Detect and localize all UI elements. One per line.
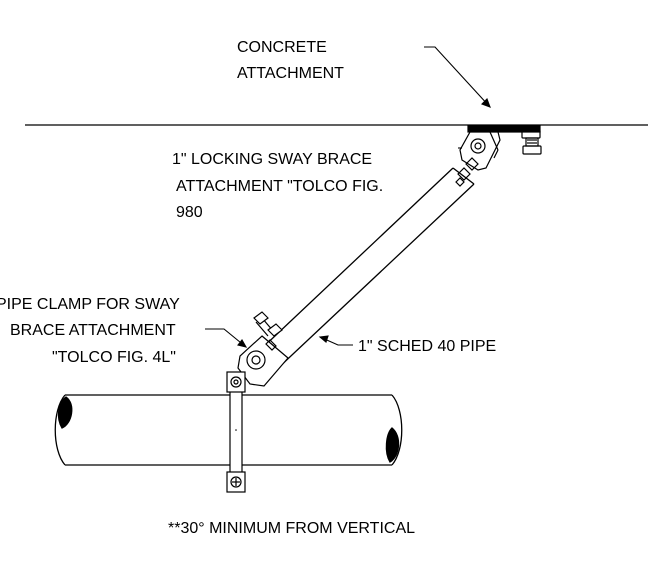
locking-sway-brace-swivel xyxy=(455,131,501,187)
leader-lines xyxy=(205,46,491,348)
brace-pipe xyxy=(257,167,475,371)
sway-brace-label-line3: 980 xyxy=(176,204,203,221)
pipe-clamp-label-line1: PIPE CLAMP FOR SWAY xyxy=(0,296,180,313)
pipe-clamp-label-line2: BRACE ATTACHMENT xyxy=(10,322,176,339)
concrete-attachment-fitting xyxy=(467,125,542,155)
minimum-angle-note: **30° MINIMUM FROM VERTICAL xyxy=(168,520,415,537)
concrete-attachment-label-line1: CONCRETE xyxy=(237,39,327,56)
concrete-attachment-label-line2: ATTACHMENT xyxy=(237,65,344,82)
pipe-clamp-strap xyxy=(226,371,246,493)
pipe-clamp-label-line3: "TOLCO FIG. 4L" xyxy=(52,349,176,366)
sway-brace-label-line2: ATTACHMENT "TOLCO FIG. xyxy=(176,178,383,195)
pipe-clamp-swivel-fitting xyxy=(237,311,289,387)
sway-brace-label-line1: 1" LOCKING SWAY BRACE xyxy=(172,151,372,168)
horizontal-pipe xyxy=(54,394,403,466)
brace-pipe-label: 1" SCHED 40 PIPE xyxy=(358,338,496,355)
